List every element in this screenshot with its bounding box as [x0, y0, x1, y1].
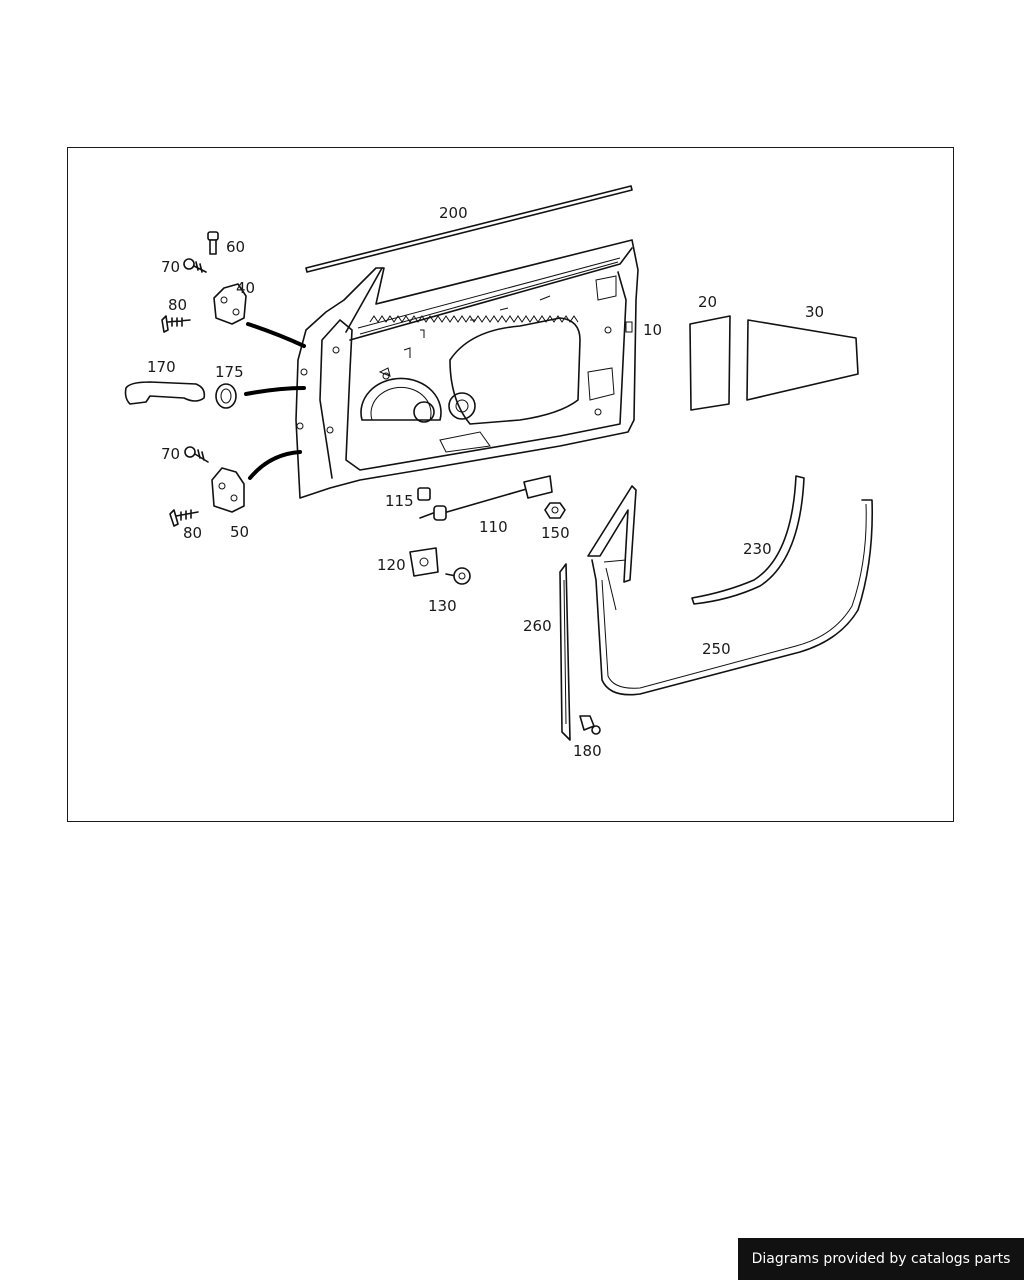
- callout-120: 120: [377, 556, 406, 574]
- part-30-window-glass[interactable]: [746, 319, 859, 401]
- callout-115: 115: [385, 492, 414, 510]
- part-170-door-handle[interactable]: [124, 381, 206, 405]
- leader-arrow-lower-hinge: [248, 450, 302, 480]
- part-40-upper-hinge[interactable]: [213, 283, 247, 325]
- part-130-bolt[interactable]: [445, 567, 471, 585]
- part-200-trim-strip[interactable]: [305, 185, 633, 273]
- part-175-grommet[interactable]: [215, 383, 237, 409]
- callout-250: 250: [702, 640, 731, 658]
- diagram-frame: [67, 147, 954, 822]
- callout-10: 10: [643, 321, 662, 339]
- part-10-door-shell[interactable]: [295, 239, 639, 499]
- footer-banner: Diagrams provided by catalogs parts: [738, 1238, 1024, 1280]
- part-80-bolt-lower[interactable]: [169, 509, 199, 527]
- part-70-screw-upper[interactable]: [183, 258, 207, 273]
- part-50-lower-hinge[interactable]: [211, 467, 245, 513]
- part-120-plate[interactable]: [409, 547, 439, 577]
- callout-200: 200: [439, 204, 468, 222]
- part-70-screw-lower[interactable]: [184, 446, 209, 463]
- callout-150: 150: [541, 524, 570, 542]
- part-60-bolt[interactable]: [207, 231, 219, 255]
- callout-60: 60: [226, 238, 245, 256]
- part-20-quarter-glass[interactable]: [689, 315, 731, 411]
- callout-70-lower: 70: [161, 445, 180, 463]
- callout-50: 50: [230, 523, 249, 541]
- part-150-nut[interactable]: [544, 502, 566, 519]
- callout-180: 180: [573, 742, 602, 760]
- part-180-clip[interactable]: [579, 715, 601, 735]
- callout-40: 40: [236, 279, 255, 297]
- part-110-check-strap[interactable]: [419, 475, 553, 521]
- callout-260: 260: [523, 617, 552, 635]
- callout-175: 175: [215, 363, 244, 381]
- part-260-seal-strip[interactable]: [559, 563, 571, 741]
- callout-80-upper: 80: [168, 296, 187, 314]
- part-230-trim-strip[interactable]: [691, 475, 805, 605]
- part-115-clip[interactable]: [417, 487, 431, 501]
- callout-30: 30: [805, 303, 824, 321]
- callout-110: 110: [479, 518, 508, 536]
- footer-text: Diagrams provided by catalogs parts: [751, 1251, 1011, 1267]
- callout-70-upper: 70: [161, 258, 180, 276]
- callout-230: 230: [743, 540, 772, 558]
- part-80-bolt-upper[interactable]: [161, 315, 191, 333]
- leader-arrow-check-strap: [244, 386, 306, 396]
- callout-130: 130: [428, 597, 457, 615]
- part-250-door-seal[interactable]: [591, 499, 874, 696]
- leader-arrow-upper-hinge: [246, 322, 306, 348]
- callout-170: 170: [147, 358, 176, 376]
- callout-20: 20: [698, 293, 717, 311]
- callout-80-lower: 80: [183, 524, 202, 542]
- part-mirror-sail[interactable]: [587, 485, 637, 611]
